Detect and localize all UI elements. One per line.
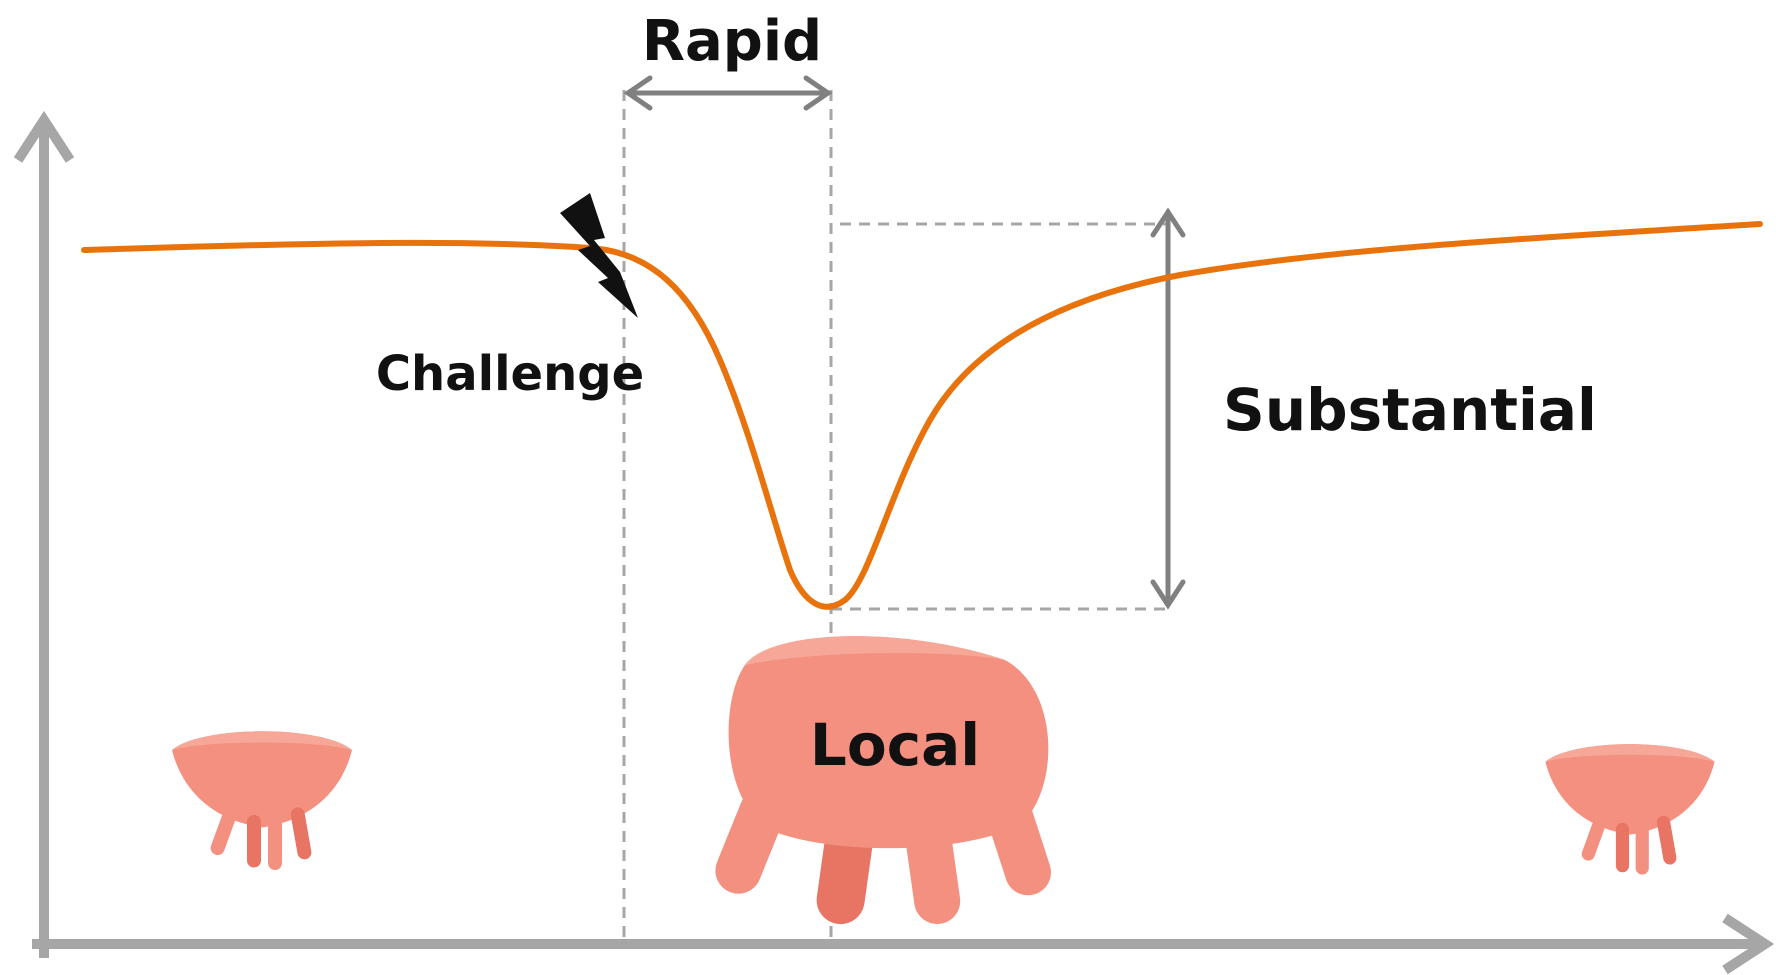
local-label: Local xyxy=(810,711,980,779)
rapid-arrow xyxy=(623,75,833,111)
udder-icon-right xyxy=(1545,744,1715,875)
response-curve xyxy=(81,221,1763,610)
x-axis xyxy=(32,913,1775,975)
substantial-arrow xyxy=(1150,207,1186,610)
udder-icon-center xyxy=(715,636,1051,925)
challenge-label: Challenge xyxy=(376,346,644,402)
rapid-label: Rapid xyxy=(642,9,822,74)
udder-icon-left xyxy=(172,731,352,870)
substantial-label: Substantial xyxy=(1223,376,1597,444)
y-axis xyxy=(13,110,75,958)
lightning-bolt-icon xyxy=(560,193,638,318)
